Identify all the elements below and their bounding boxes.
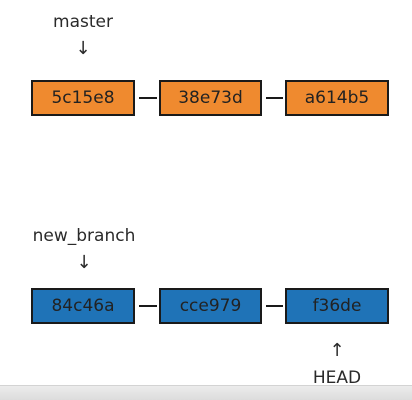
- master-label: master: [53, 12, 113, 32]
- bottom-bar: [0, 385, 412, 400]
- commit-connector: [266, 97, 283, 99]
- commit-master-3: a614b5: [285, 80, 389, 116]
- down-arrow-icon: ↓: [76, 252, 92, 273]
- head-label: HEAD: [312, 368, 362, 388]
- commit-branch-3: f36de: [285, 288, 389, 324]
- commit-connector: [139, 97, 157, 99]
- commit-master-2: 38e73d: [159, 80, 262, 116]
- commit-connector: [139, 305, 157, 307]
- commit-connector: [266, 305, 283, 307]
- commit-branch-2: cce979: [159, 288, 262, 324]
- up-arrow-icon: ↑: [329, 340, 345, 361]
- commit-master-1: 5c15e8: [31, 80, 135, 116]
- commit-branch-1: 84c46a: [31, 288, 135, 324]
- down-arrow-icon: ↓: [75, 38, 91, 59]
- new-branch-label: new_branch: [32, 226, 136, 246]
